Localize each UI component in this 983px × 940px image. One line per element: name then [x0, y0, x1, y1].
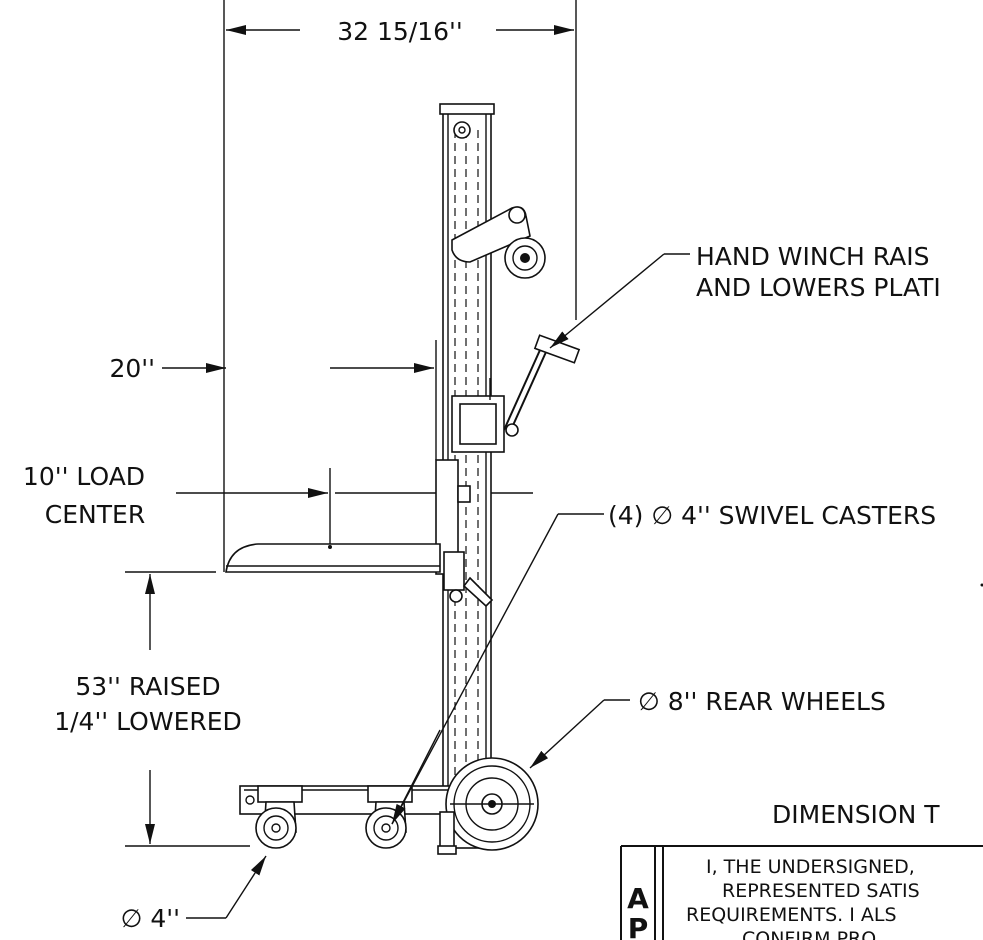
- lift-cart: [225, 103, 581, 855]
- lift-height-dimension: 53'' RAISED 1/4'' LOWERED: [54, 571, 250, 847]
- cert-line-2: REPRESENTED SATIS: [722, 880, 920, 902]
- dimension-table-title: DIMENSION T: [772, 800, 940, 829]
- rear-wheels-callout: ∅ 8'' REAR WHEELS: [529, 687, 886, 769]
- cert-line-4: CONFIRM PRO: [742, 928, 876, 940]
- front-caster-dimension: ∅ 4'': [121, 855, 267, 933]
- platform: [225, 543, 441, 573]
- rear-wheels-callout-label: ∅ 8'' REAR WHEELS: [638, 687, 886, 716]
- winch-callout-line2: AND LOWERS PLATI: [696, 273, 941, 302]
- table-side-letter-p: P: [628, 912, 649, 940]
- load-center-label-line1: 10'' LOAD: [23, 462, 145, 491]
- front-caster-label: ∅ 4'': [121, 904, 180, 933]
- cert-line-1: I, THE UNDERSIGNED,: [706, 856, 915, 878]
- front-caster-1: [255, 785, 303, 849]
- lift-height-label-line1: 53'' RAISED: [75, 672, 220, 701]
- cert-line-3: REQUIREMENTS. I ALS: [686, 904, 897, 926]
- front-caster-2: [365, 785, 413, 849]
- winch-callout: HAND WINCH RAIS AND LOWERS PLATI: [549, 242, 941, 349]
- platform-depth-dimension: 20'': [109, 340, 437, 460]
- lift-height-label-line2: 1/4'' LOWERED: [54, 707, 242, 736]
- top-pulley: [453, 121, 471, 139]
- dimension-table: DIMENSION T A P I, THE UNDERSIGNED, REPR…: [620, 800, 983, 940]
- load-center-dimension: 10'' LOAD CENTER: [23, 462, 533, 572]
- casters-callout-label: (4) ∅ 4'' SWIVEL CASTERS: [608, 501, 936, 530]
- hand-winch: [451, 206, 546, 279]
- crank-handle: [451, 334, 581, 453]
- table-side-letter-a: A: [627, 882, 649, 915]
- platform-depth-label: 20'': [109, 354, 155, 383]
- overall-width-dimension: 32 15/16'': [223, 0, 577, 572]
- rear-wheel: [445, 757, 539, 851]
- casters-callout: (4) ∅ 4'' SWIVEL CASTERS: [391, 501, 936, 825]
- load-center-label-line2: CENTER: [45, 500, 145, 529]
- winch-callout-line1: HAND WINCH RAIS: [696, 242, 930, 271]
- overall-width-label: 32 15/16'': [337, 17, 463, 46]
